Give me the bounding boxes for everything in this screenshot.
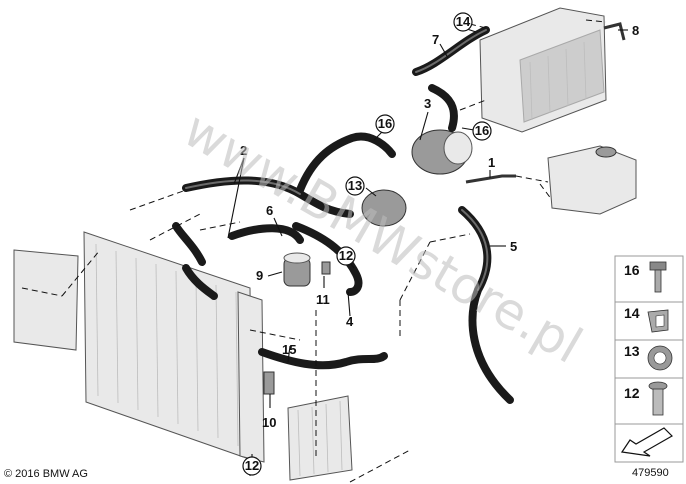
coolant-hoses	[172, 26, 514, 404]
temperature-sensor	[263, 371, 275, 395]
circled-callout-12-bottom: 12	[242, 456, 262, 476]
auxiliary-radiator	[287, 395, 353, 481]
callout-3: 3	[424, 96, 431, 111]
callout-6: 6	[266, 203, 273, 218]
legend-label-12: 12	[624, 385, 640, 401]
expanding-rivet-icon	[648, 381, 668, 416]
callout-4: 4	[346, 314, 354, 329]
radiator-side-panel	[13, 249, 79, 351]
charge-air-cooler	[479, 7, 607, 133]
hose-4	[292, 222, 363, 296]
callout-16-a: 16	[378, 116, 392, 131]
hose-6	[228, 224, 304, 244]
circled-callout-16-right: 16	[472, 121, 492, 141]
radiator-fins	[95, 243, 239, 447]
callout-12-b: 12	[245, 458, 259, 473]
callout-9: 9	[256, 268, 263, 283]
callout-15: 15	[282, 342, 296, 357]
thermostat-housing	[361, 189, 407, 227]
leader-lines	[227, 27, 628, 460]
clamp-icon	[647, 345, 673, 371]
reference-lines	[21, 19, 607, 483]
front-direction-arrow-icon	[620, 427, 673, 457]
hose-2-branch	[172, 222, 206, 266]
expansion-tank	[547, 145, 637, 215]
bolt-icon	[649, 261, 667, 293]
callout-5: 5	[510, 239, 517, 254]
legend-label-14: 14	[624, 305, 640, 321]
callout-16-b: 16	[475, 123, 489, 138]
hose-fastener-11	[321, 261, 331, 275]
legend-cell-14	[614, 301, 684, 341]
vent-line-8	[603, 22, 626, 41]
circled-callout-14: 14	[453, 12, 473, 32]
callout-8: 8	[632, 23, 639, 38]
radiator-end-tank	[237, 291, 265, 463]
vent-line-1	[465, 174, 516, 184]
radiator-assembly	[13, 231, 353, 481]
circled-callout-16-left: 16	[375, 114, 395, 134]
callout-14: 14	[456, 14, 471, 29]
auxiliary-water-pump	[283, 252, 311, 287]
callout-12-a: 12	[339, 248, 353, 263]
callout-10: 10	[262, 415, 276, 430]
circled-callout-12-top: 12	[336, 246, 356, 266]
callout-7: 7	[432, 32, 439, 47]
callout-2: 2	[240, 143, 247, 158]
hose-3	[428, 84, 458, 132]
callout-11: 11	[316, 292, 330, 307]
callout-13: 13	[348, 178, 362, 193]
radiator-core	[83, 231, 253, 461]
legend-label-16: 16	[624, 262, 640, 278]
callout-1: 1	[488, 155, 495, 170]
circled-callout-13: 13	[345, 176, 365, 196]
clip-icon	[647, 309, 669, 333]
legend-label-13: 13	[624, 343, 640, 359]
copyright-text: © 2016 BMW AG	[4, 468, 88, 480]
hose-16-line	[296, 132, 396, 194]
hose-15	[258, 348, 388, 370]
hose-lower	[182, 264, 218, 300]
diagram-number: 479590	[632, 467, 669, 479]
electric-coolant-pump	[411, 129, 473, 175]
fastener-legend: 16 14 13 12	[614, 255, 684, 463]
callouts: 1 2 3 4 5 6 7 8 9 10 11 15 12 12 13 14 1…	[240, 12, 639, 476]
